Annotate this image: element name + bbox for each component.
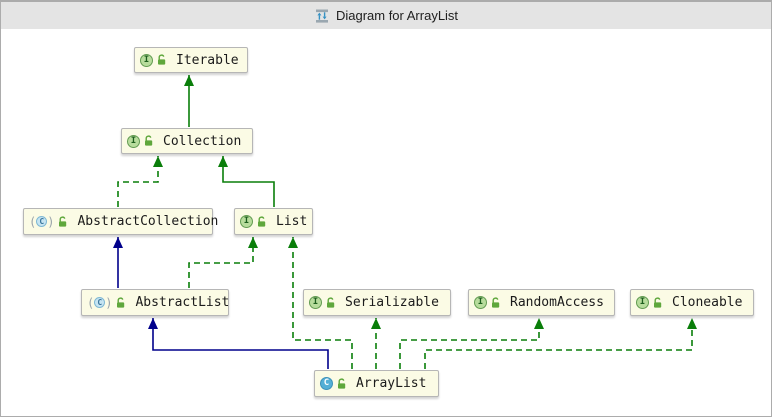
node-label: List bbox=[276, 214, 308, 229]
node-label: Iterable bbox=[176, 52, 239, 68]
lock-open-icon bbox=[115, 297, 127, 309]
diagram-canvas[interactable]: Powered by yFiles IIterableICollection(C… bbox=[1, 29, 771, 416]
node-abstractlist[interactable]: (C) AbstractList bbox=[81, 289, 229, 316]
lock-open-icon bbox=[325, 297, 337, 309]
edge-arraylist-cloneable-implements bbox=[424, 318, 697, 369]
node-label: Collection bbox=[163, 133, 242, 149]
edge-arraylist-serializable-implements bbox=[371, 318, 381, 369]
edge-list-collection-extends bbox=[218, 156, 275, 207]
lock-open-icon bbox=[336, 378, 348, 390]
edge-abstractlist-abstractcollection-extends bbox=[113, 237, 123, 288]
abstract-class-icon: (C) bbox=[29, 214, 55, 229]
lock-open-icon bbox=[57, 216, 69, 228]
node-iterable[interactable]: I Iterable bbox=[134, 47, 248, 73]
edge-arraylist-abstractlist-extends bbox=[148, 318, 329, 369]
node-arraylist[interactable]: C ArrayList bbox=[314, 370, 439, 397]
interface-icon: I bbox=[140, 53, 153, 67]
node-label: Serializable bbox=[345, 295, 439, 310]
node-label: Cloneable bbox=[672, 295, 743, 310]
lock-open-icon bbox=[143, 135, 155, 147]
diagram-icon bbox=[314, 8, 330, 24]
node-abstractcollection[interactable]: (C) AbstractCollection bbox=[23, 208, 218, 235]
abstract-class-icon: (C) bbox=[87, 295, 113, 310]
window-title: Diagram for ArrayList bbox=[335, 8, 459, 23]
node-randomaccess[interactable]: I RandomAccess bbox=[468, 289, 615, 316]
edge-collection-iterable-extends bbox=[184, 75, 194, 127]
node-collection[interactable]: I Collection bbox=[121, 128, 253, 154]
interface-icon: I bbox=[240, 215, 253, 228]
node-label: RandomAccess bbox=[510, 295, 604, 310]
interface-icon: I bbox=[636, 296, 649, 309]
lock-open-icon bbox=[490, 297, 502, 309]
interface-icon: I bbox=[127, 134, 140, 148]
class-icon: C bbox=[320, 377, 333, 390]
interface-icon: I bbox=[309, 296, 322, 309]
lock-open-icon bbox=[256, 216, 268, 228]
node-serializable[interactable]: I Serializable bbox=[303, 289, 451, 316]
edge-arraylist-randomaccess-implements bbox=[399, 318, 544, 369]
edge-abstractcollection-collection-implements bbox=[117, 156, 163, 207]
lock-open-icon bbox=[652, 297, 664, 309]
node-cloneable[interactable]: I Cloneable bbox=[630, 289, 754, 316]
titlebar: Diagram for ArrayList bbox=[1, 2, 771, 29]
node-label: AbstractList bbox=[135, 295, 230, 310]
node-label: ArrayList bbox=[356, 376, 427, 391]
edge-abstractlist-list-implements bbox=[188, 237, 258, 288]
node-label: AbstractCollection bbox=[77, 214, 219, 229]
interface-icon: I bbox=[474, 296, 487, 309]
lock-open-icon bbox=[156, 54, 168, 66]
node-list[interactable]: I List bbox=[234, 208, 313, 235]
